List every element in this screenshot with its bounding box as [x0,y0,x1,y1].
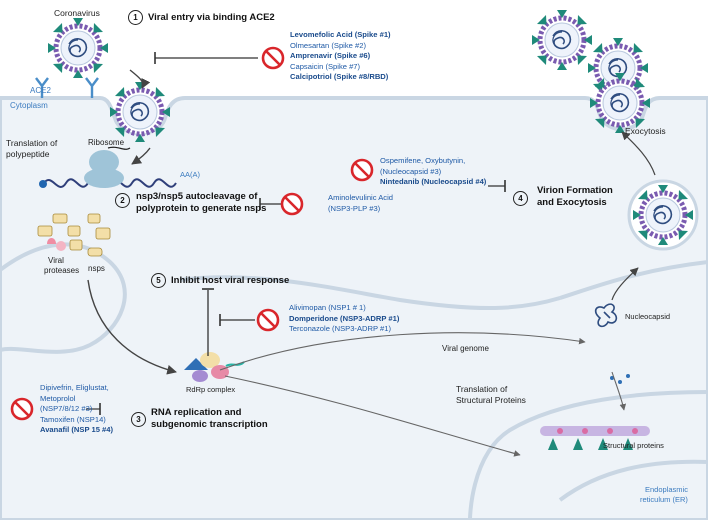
struct-protein-arrow [611,371,627,411]
released-virus-icon-1 [532,10,592,70]
drug-item: (NSP3-PLP #3) [328,203,381,213]
inhibit-rna-icon [10,397,34,421]
drug-list-rna: Dipivefrin, Eliglustat, Metoprolol (NSP7… [40,383,113,436]
virion-icon [627,179,699,251]
to-er-arrow [224,375,521,457]
nsps-label: nsps [88,264,105,273]
step-1-text: Viral entry via binding ACE2 [148,12,275,24]
virion-exocytosis-arrow [621,131,656,176]
er-fold-right [559,260,708,300]
viral-genome-label: Viral genome [442,344,489,353]
drug-item: Avanafil (NSP 15 #4) [40,425,114,434]
step-3-title: 3 [131,412,151,427]
inhibit-virion-icon [350,158,374,182]
to-rdrp-arrow [87,279,177,375]
step-2-number: 2 [115,193,130,208]
drug-list-plp: Aminolevulinic Acid (NSP3-PLP #3) [328,193,393,214]
translation-polypeptide-label-1: Translation of [6,138,58,148]
cell-membrane [0,96,708,520]
nucleocapsid-label: Nucleocapsid [625,312,671,321]
ribosome-label: Ribosome [88,138,125,147]
step-3-line-2: subgenomic transcription [151,419,268,430]
step-2-line-2: polyprotein to generate nsps [136,203,267,214]
drug-item: Aminolevulinic Acid [328,193,393,202]
inhibit-host-icon [256,308,280,332]
step-4-title: 4 [513,191,533,206]
viral-proteases-label-2: proteases [44,266,80,275]
er-label-1: Endoplasmic [645,485,688,494]
translation-structural-label-2: Structural Proteins [456,395,526,405]
drug-list-entry: Levomefolic Acid (Spike #1) Olmesartan (… [290,30,391,83]
step-2-line-1: nsp3/nsp5 autocleavage of [136,191,258,202]
step-3-number: 3 [131,412,146,427]
particles [610,374,630,384]
er-membrane [468,390,708,520]
drug-list-virion: Ospemifene, Oxybutynin, (Nucleocapsid #3… [380,156,486,188]
step-5-number: 5 [151,273,166,288]
viral-proteases-label-1: Viral [48,256,64,265]
drug-item: Ospemifene, Oxybutynin, [380,156,466,165]
drug-item: Tamoxifen (NSP14) [40,414,106,424]
step-1-number: 1 [128,10,143,25]
step-4-line-2: and Exocytosis [537,197,607,208]
structural-proteins-icon [540,426,650,450]
drug-item: Domperidone (NSP3-ADRP #1) [289,313,400,323]
to-translation-arrow [131,147,151,165]
drug-item: Alivimopan (NSP1 # 1) [289,303,366,312]
drug-item: Calcipotriol (Spike #8/RBD) [290,72,389,81]
drug-item: Nintedanib (Nucleocapsid #4) [380,177,487,186]
polya-label: AA(A) [180,170,201,179]
drug-item: Dipivefrin, Eliglustat, [40,383,109,392]
er-fold-mid [179,275,561,311]
viral-genome-arrow [219,332,586,371]
nucleocapsid-to-virion-arrow [611,267,639,301]
step-2-title: 2 [115,193,135,208]
translation-polypeptide-label-2: polypeptide [6,149,50,159]
polypeptide-chain [107,146,131,150]
drug-item: Metoprolol [40,393,76,403]
drug-item: (NSP7/8/12 #3) [40,404,93,413]
rdrp-label: RdRp complex [186,385,236,394]
er-lower [558,459,708,502]
ace2-label: ACE2 [30,86,51,95]
step-1-title: 1 Viral entry via binding ACE2 [128,10,275,25]
ribosome-icon [84,150,124,188]
drug-list-host: Alivimopan (NSP1 # 1) Domperidone (NSP3-… [289,303,399,335]
cytoplasm-label: Cytoplasm [10,101,48,110]
step-4-number: 4 [513,191,528,206]
viral-protease-icon-2 [56,241,66,251]
structural-proteins-label: Structural proteins [603,441,664,450]
exocytosis-label: Exocytosis [625,126,666,136]
drug-item: Terconazole (NSP3-ADRP #1) [289,324,391,333]
er-fold-left [0,242,127,354]
drug-item: Amprenavir (Spike #6) [290,51,371,60]
drug-item: Levomefolic Acid (Spike #1) [290,30,391,39]
nsp-icon [87,247,103,257]
polyprotein-fragments [37,213,111,251]
translation-structural-label-1: Translation of [456,384,508,394]
nucleocapsid-icon [594,303,618,328]
drug-item: Olmesartan (Spike #2) [290,40,366,50]
step-5-text: Inhibit host viral response [171,275,290,287]
ace2-receptor-icon [35,77,99,98]
coronavirus-icon [48,18,108,78]
coronavirus-label: Coronavirus [54,8,100,18]
step-5-title: 5 Inhibit host viral response [151,273,289,288]
mrna-cap [39,180,47,188]
er-label-2: reticulum (ER) [640,495,688,504]
inhibit-plp-icon [280,192,304,216]
step-3-line-1: RNA replication and [151,407,242,418]
drug-item: (Nucleocapsid #3) [380,166,442,176]
entry-arrow [129,69,151,89]
drug-item: Capsaicin (Spike #7) [290,61,361,71]
inhibit-entry-icon [261,46,285,70]
rdrp-complex-icon [184,352,245,382]
viral-protease-icon [47,238,56,244]
step-4-line-1: Virion Formation [537,185,613,196]
